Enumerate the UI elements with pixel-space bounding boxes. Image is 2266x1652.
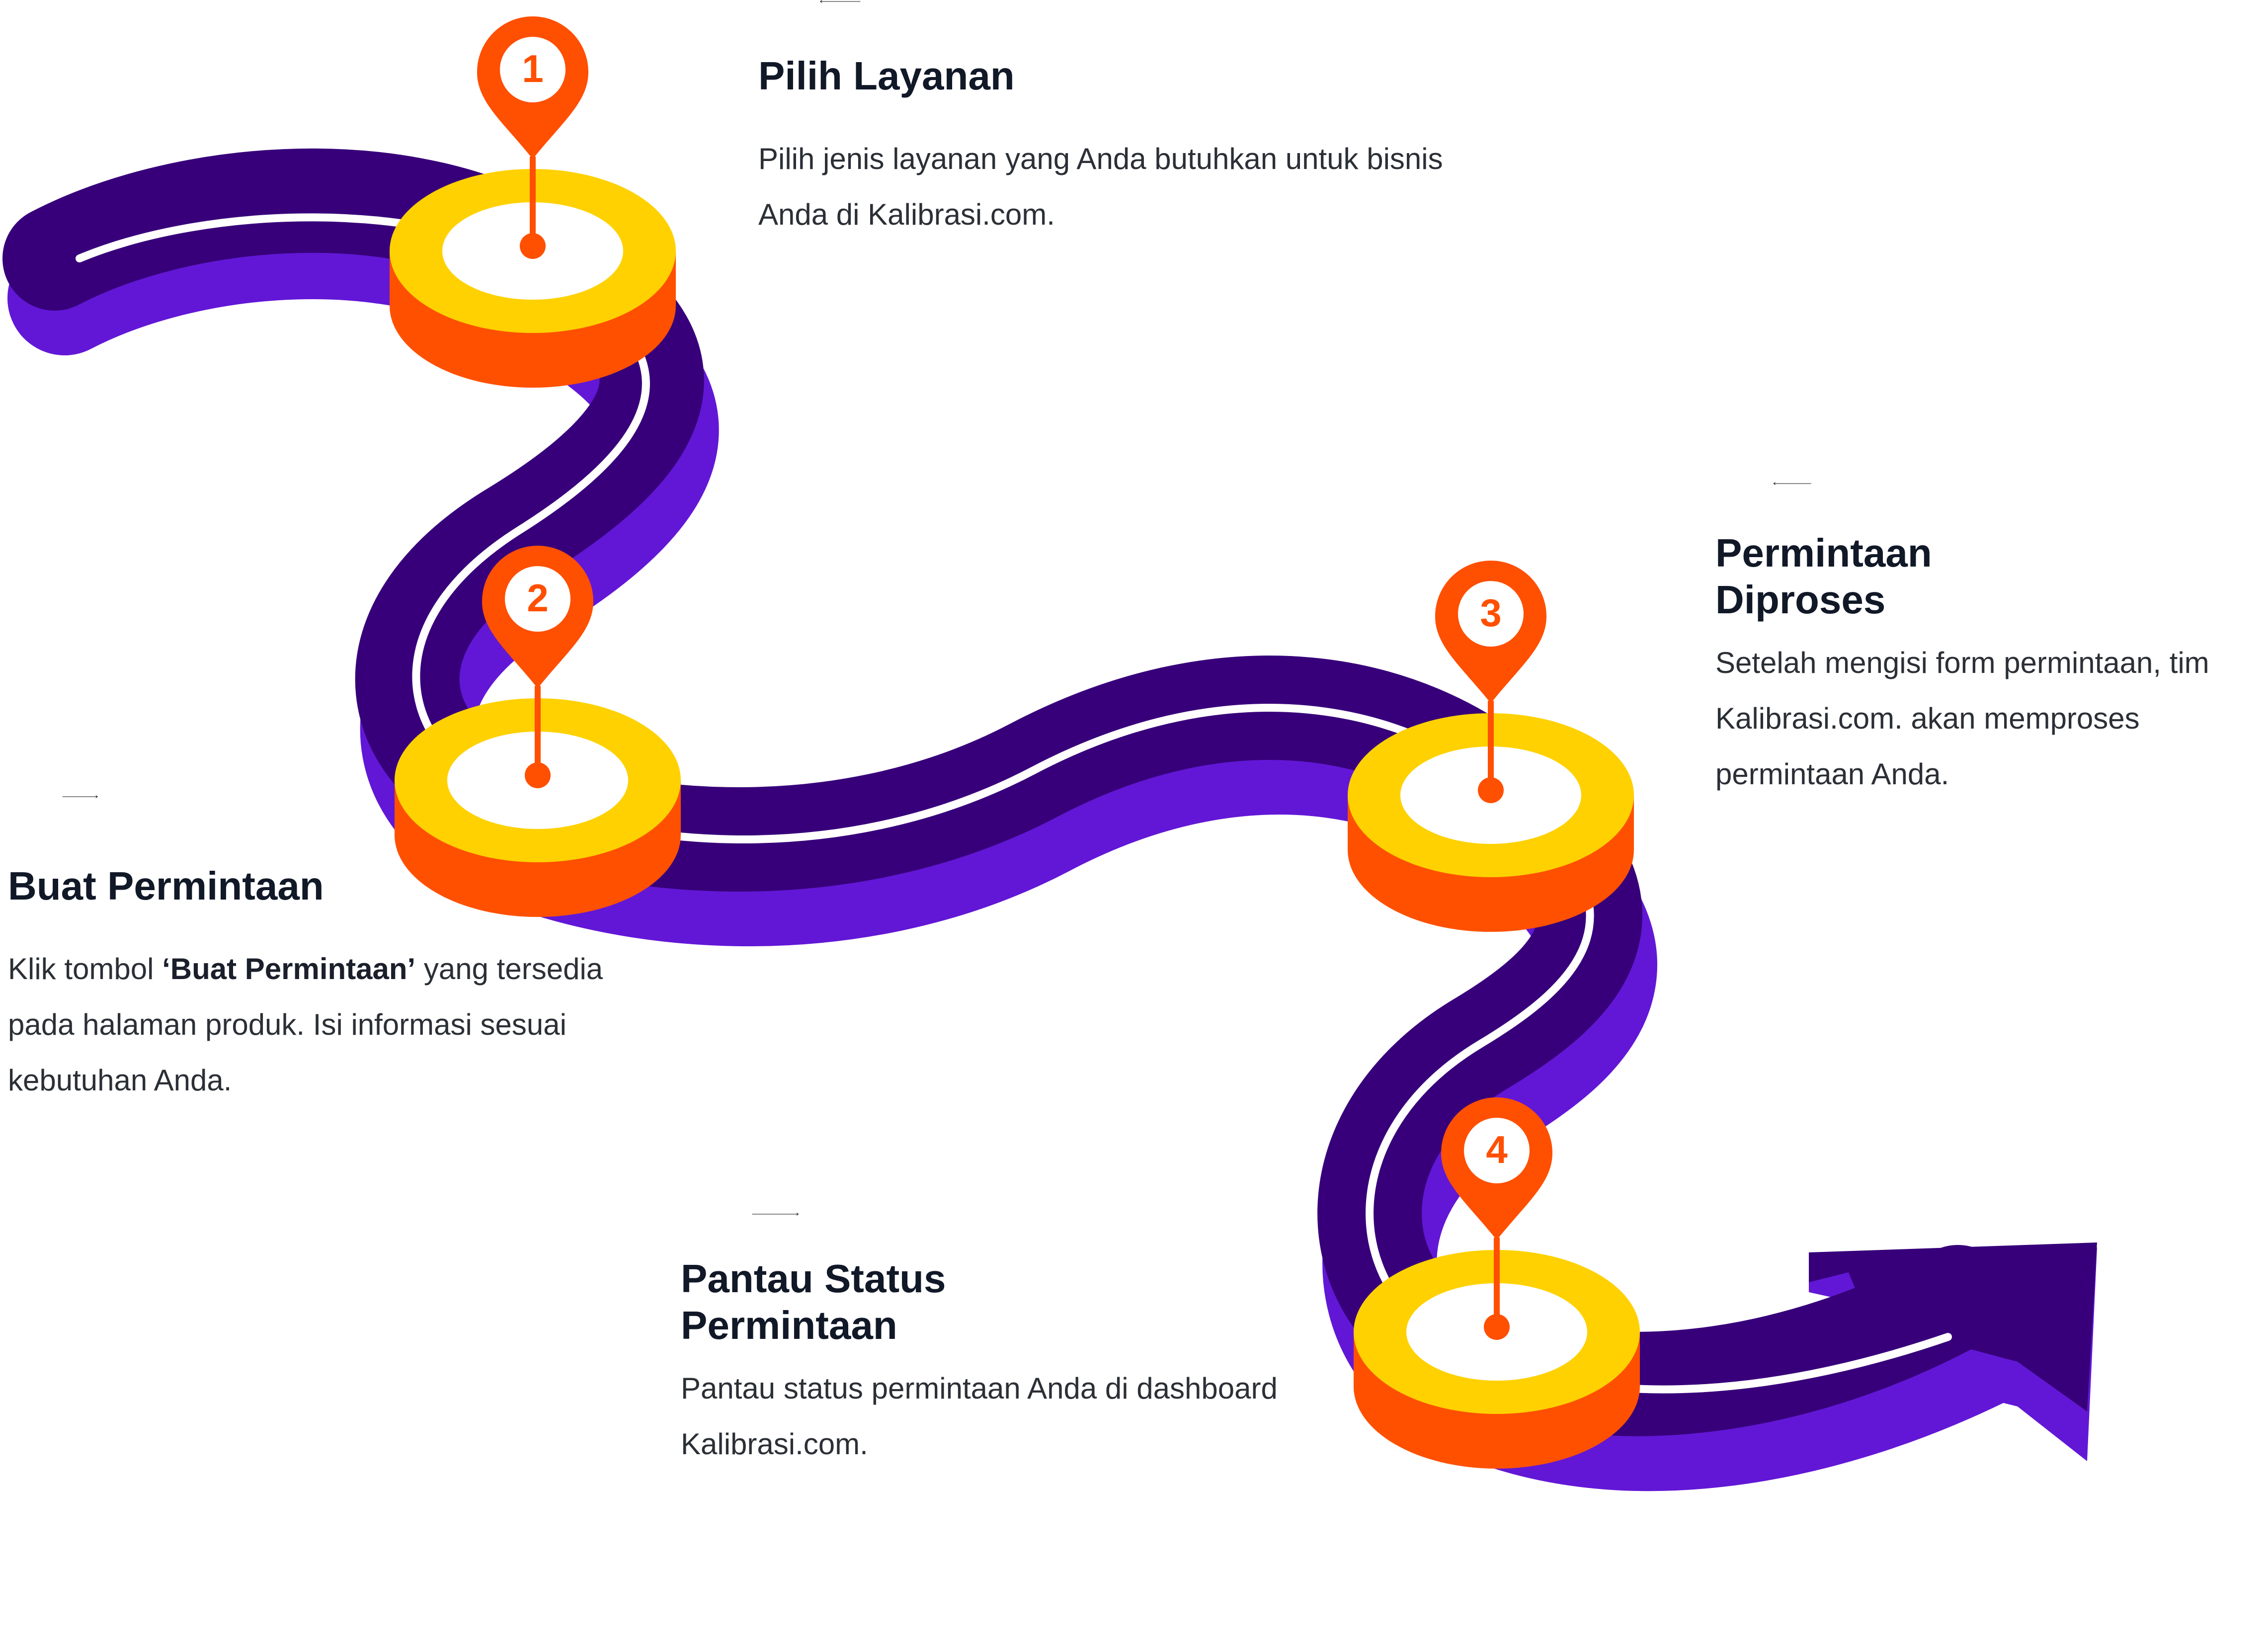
pin-number-2: 2 [527,576,548,620]
location-pin-icon-1: 1 [477,16,588,259]
step-2-title: Buat Permintaan [8,864,324,908]
step-1-title: Pilih Layanan [758,54,1015,98]
location-pin-icon-4: 4 [1441,1097,1552,1340]
milestone-1: 1 [390,16,676,388]
step-2-description-prefix: Klik tombol [8,952,162,986]
milestone-3: 3 [1348,561,1634,932]
step-3-title-line-1: Permintaan [1715,531,1932,575]
arrow-left-icon [819,0,861,3]
step-2-description-suffix: yang tersedia pada halaman produk. Isi i… [8,952,603,1097]
step-4-title-line-1: Pantau Status [681,1256,946,1301]
milestone-2: 2 [395,546,681,917]
step-4-title-line-2: Permintaan [681,1303,897,1347]
step-1: Pilih Layanan Pilih jenis layanan yang A… [758,0,1504,243]
arrow-right-icon [752,1213,799,1216]
road-top [2,148,2010,1436]
pin-number-1: 1 [522,47,543,90]
step-3-description: Setelah mengisi form permintaan, tim Kal… [1715,646,2209,791]
location-pin-icon-2: 2 [482,546,593,788]
pin-number-3: 3 [1480,591,1501,635]
arrow-left-icon [1773,482,1811,485]
location-pin-icon-3: 3 [1435,561,1546,803]
step-2: Buat Permintaan Klik tombol ‘Buat Permin… [8,795,629,1108]
disc-3 [1348,713,1634,932]
step-1-description: Pilih jenis layanan yang Anda butuhkan u… [758,142,1443,231]
milestone-4: 4 [1354,1097,1640,1469]
arrow-head-top [1809,1242,2097,1411]
step-2-description-bold: ‘Buat Permintaan’ [162,952,416,986]
step-4-description: Pantau status permintaan Anda di dashboa… [681,1372,1278,1461]
arrow-right-icon [62,795,98,798]
step-2-description: Klik tombol ‘Buat Permintaan’ yang terse… [8,941,629,1108]
pin-number-4: 4 [1486,1128,1507,1171]
step-3-title-line-2: Diproses [1715,578,1886,622]
